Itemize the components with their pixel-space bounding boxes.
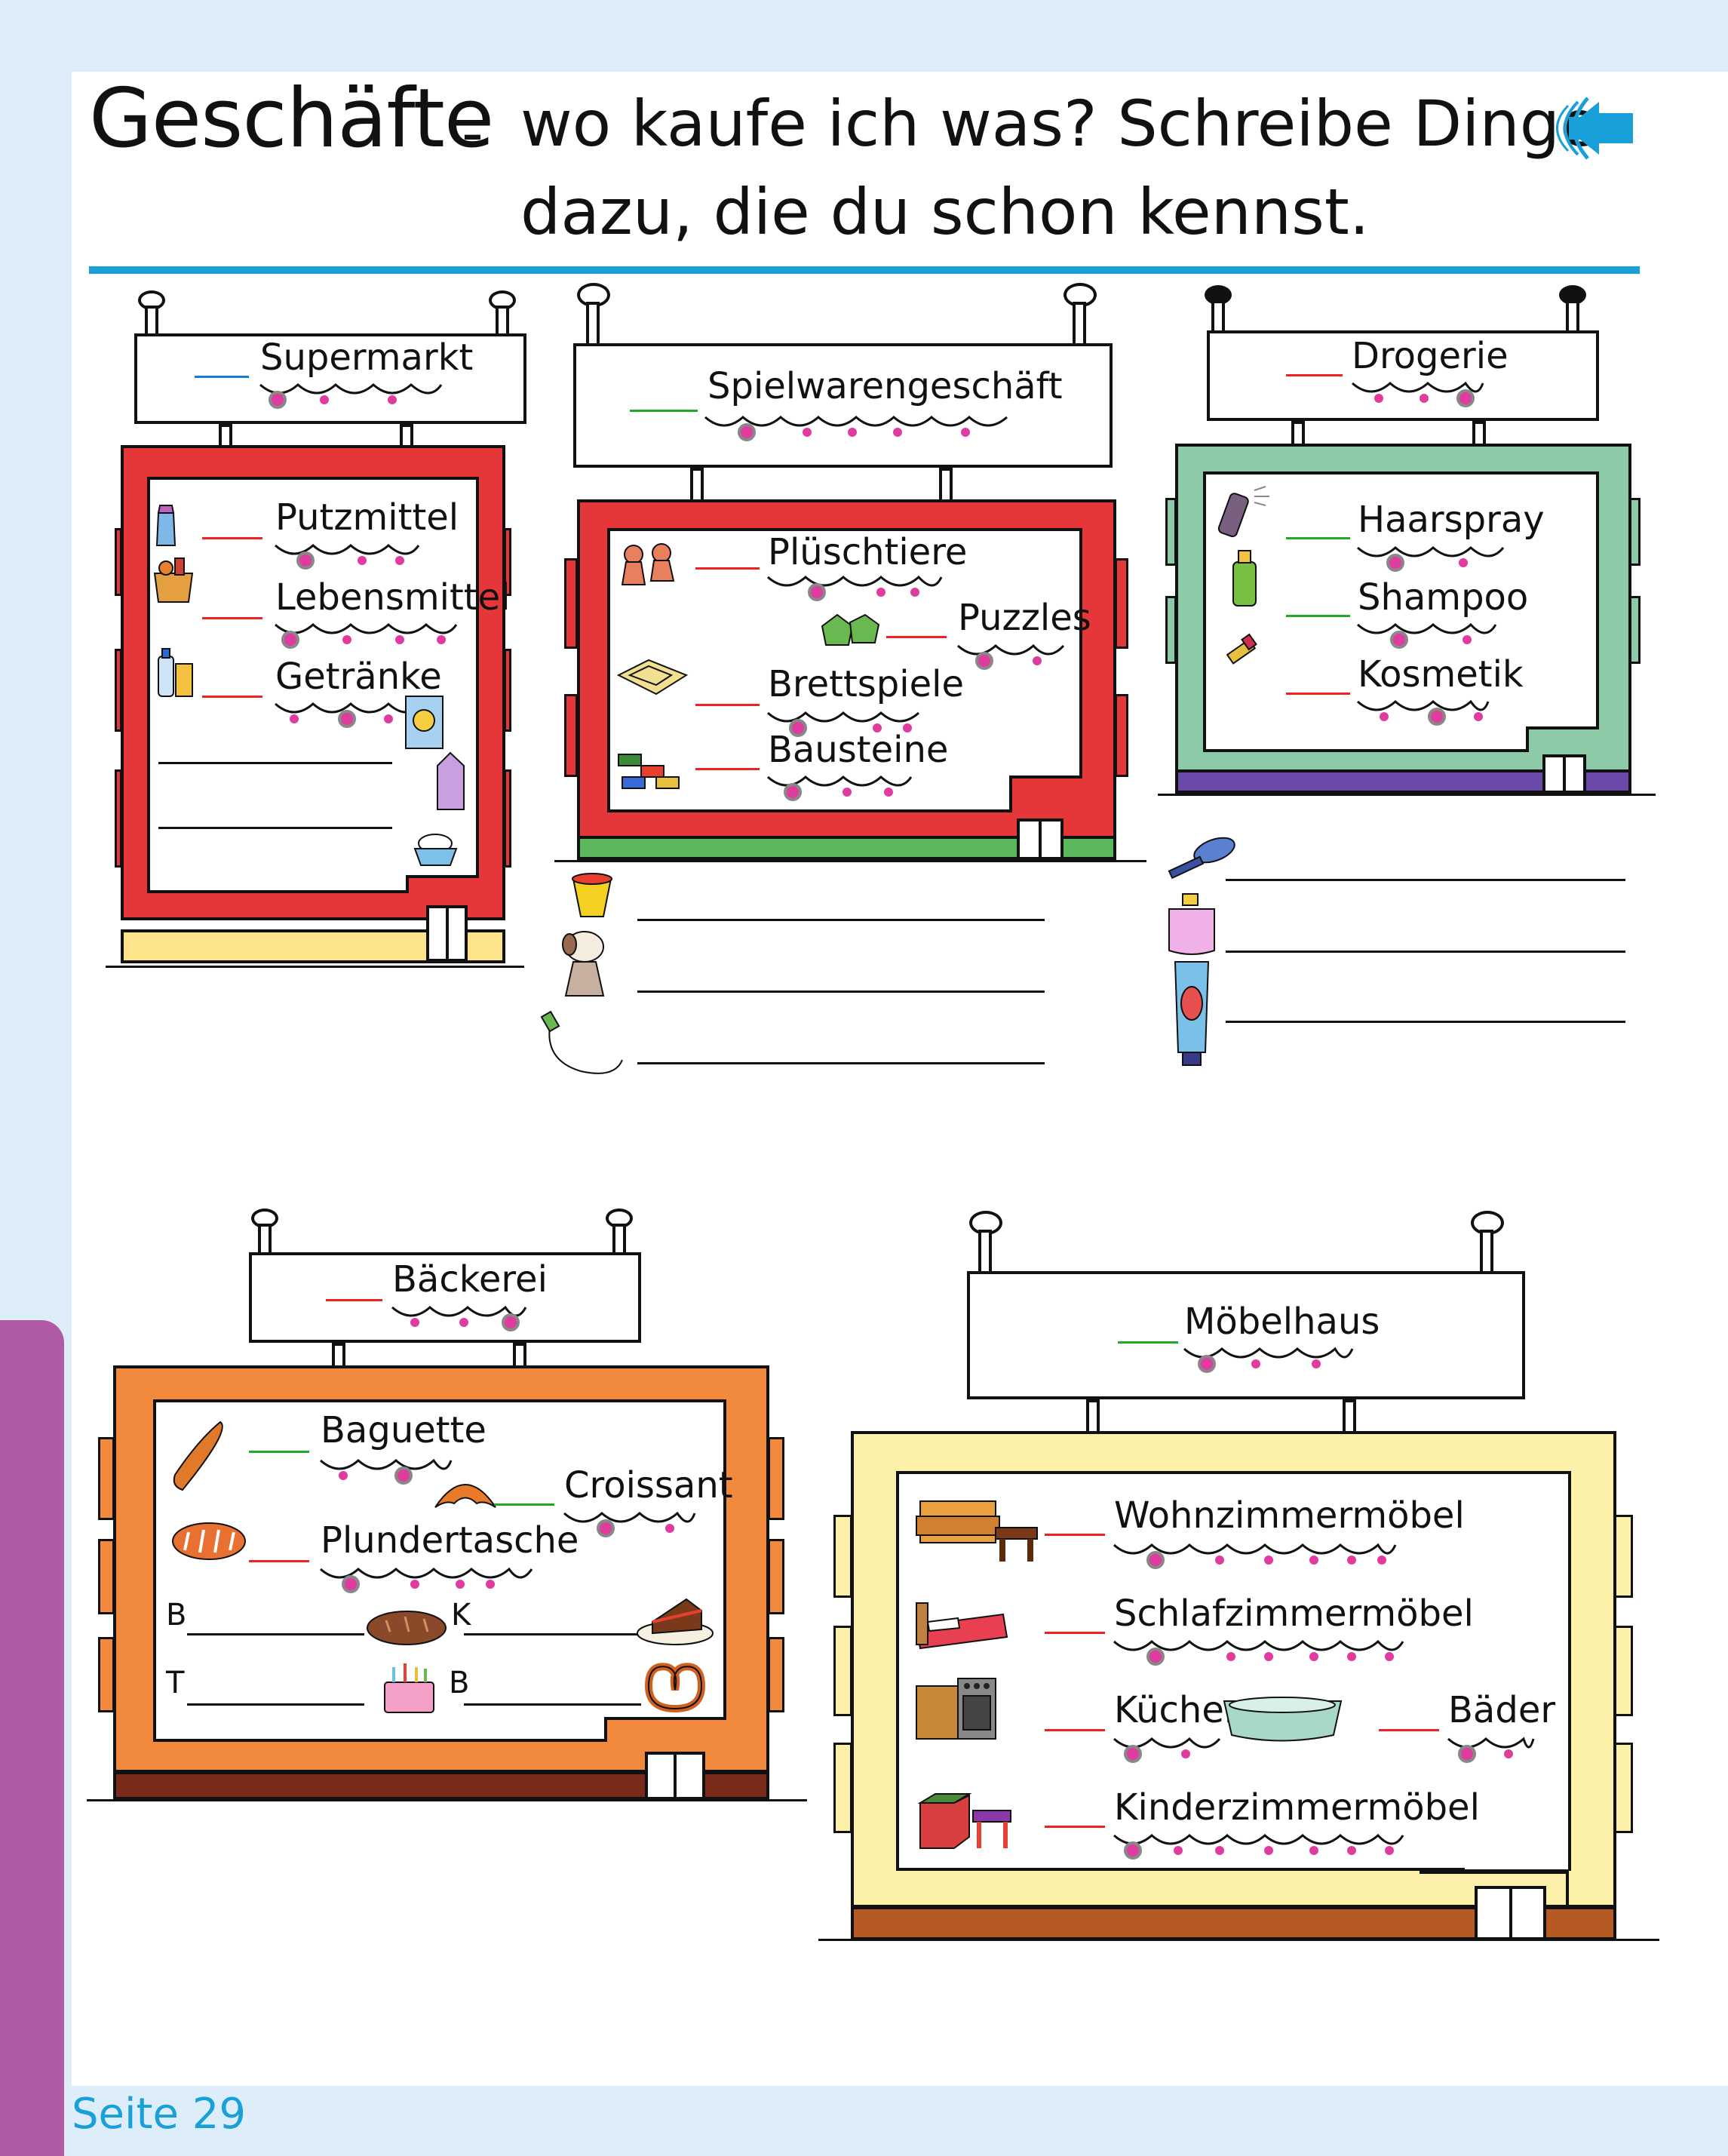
plush-toys-icon: [621, 543, 675, 585]
spray-bottle-icon: [155, 505, 176, 546]
baguette-icon: [173, 1420, 223, 1491]
sign-spielwaren: [573, 343, 1113, 468]
write-line[interactable]: [187, 1703, 364, 1706]
write-line[interactable]: [158, 827, 392, 829]
item-label: Schlafzimmermöbel: [1114, 1592, 1474, 1635]
kids-furniture-icon: [917, 1793, 1011, 1849]
sofa-table-icon: [916, 1500, 1038, 1562]
speaker-icon[interactable]: [1546, 79, 1644, 177]
pretzel-icon: [644, 1663, 706, 1713]
write-line[interactable]: [464, 1633, 641, 1635]
sign-drogerie: [1207, 330, 1599, 421]
item-label: Plüschtiere: [768, 531, 968, 573]
item-label: Brettspiele: [768, 663, 964, 705]
item-label: Küchen: [1114, 1689, 1248, 1731]
item-label: Putzmittel: [275, 496, 459, 539]
write-line[interactable]: [637, 919, 1045, 921]
item-label: Bausteine: [768, 729, 949, 771]
hint-letter: B: [449, 1666, 470, 1700]
bed-icon: [915, 1602, 1008, 1650]
write-line[interactable]: [158, 890, 392, 892]
write-line[interactable]: [1226, 1021, 1625, 1023]
write-line[interactable]: [637, 1062, 1045, 1064]
drinks-icon: [158, 648, 193, 697]
item-label: Plundertasche: [321, 1519, 579, 1562]
item-label: Haarspray: [1358, 499, 1545, 541]
cake-slice-icon: [637, 1598, 714, 1645]
sign-label: Supermarkt: [260, 336, 474, 379]
sign-label: Möbelhaus: [1184, 1301, 1380, 1343]
hint-letter: T: [166, 1666, 185, 1700]
item-label: Wohnzimmermöbel: [1114, 1494, 1465, 1537]
title-main: Geschäfte: [89, 72, 494, 166]
sign-label: Bäckerei: [392, 1258, 548, 1301]
grocery-bag-icon: [153, 557, 194, 603]
write-line[interactable]: [637, 990, 1045, 993]
sign-supermarkt: [134, 333, 526, 424]
toy-dog-icon: [562, 931, 605, 997]
sign-label: Drogerie: [1352, 335, 1509, 377]
hairbrush-icon: [1168, 837, 1235, 880]
building-blocks-icon: [618, 754, 680, 789]
write-line[interactable]: [1226, 879, 1625, 881]
item-label: Kosmetik: [1358, 653, 1524, 696]
hair-spray-icon: [1217, 486, 1269, 538]
footer-band: [72, 2086, 1728, 2156]
item-label: Croissant: [564, 1464, 733, 1506]
milk-carton-icon: [437, 751, 465, 810]
hint-letter: B: [166, 1598, 187, 1632]
item-label: Shampoo: [1358, 576, 1529, 619]
shampoo-icon: [1232, 550, 1257, 607]
item-label: Getränke: [275, 656, 442, 698]
birthday-cake-icon: [384, 1663, 434, 1713]
sand-bucket-icon: [572, 873, 612, 917]
lipstick-icon: [1226, 633, 1257, 665]
side-tab: [0, 1320, 64, 2156]
write-line[interactable]: [187, 1633, 364, 1635]
write-line[interactable]: [464, 1703, 641, 1706]
item-label: Baguette: [321, 1409, 486, 1451]
sign-label: Spielwarengeschäft: [707, 365, 1063, 407]
item-label: Puzzles: [958, 597, 1091, 639]
hint-letter: K: [451, 1598, 471, 1632]
kitchen-icon: [916, 1678, 996, 1740]
croissant-icon: [434, 1484, 496, 1508]
perfume-icon: [1168, 893, 1215, 955]
title-divider: [89, 266, 1640, 274]
sign-baeckerei: [249, 1252, 641, 1343]
jump-rope-icon: [540, 1010, 623, 1074]
page-number: Seite 29: [72, 2090, 247, 2139]
puzzle-icon: [821, 613, 880, 646]
sign-moebelhaus: [967, 1271, 1525, 1399]
bathtub-icon: [1223, 1697, 1343, 1742]
title-dash: -: [462, 98, 483, 168]
toothpaste-icon: [1174, 961, 1210, 1066]
item-label: Kinderzimmermöbel: [1114, 1786, 1480, 1829]
item-label: Bäder: [1448, 1689, 1556, 1731]
title-instruction-line1: wo kaufe ich was? Schreibe Dinge: [520, 87, 1599, 161]
write-line[interactable]: [158, 762, 392, 764]
item-label: Lebensmittel: [275, 576, 511, 619]
write-line[interactable]: [1226, 951, 1625, 953]
title-instruction-line2: dazu, die du schon kennst.: [520, 175, 1370, 249]
pastry-icon: [172, 1522, 246, 1560]
board-game-icon: [616, 659, 689, 696]
bread-loaf-icon: [367, 1611, 447, 1645]
bowl-icon: [413, 834, 458, 866]
cereal-box-icon: [405, 696, 444, 749]
